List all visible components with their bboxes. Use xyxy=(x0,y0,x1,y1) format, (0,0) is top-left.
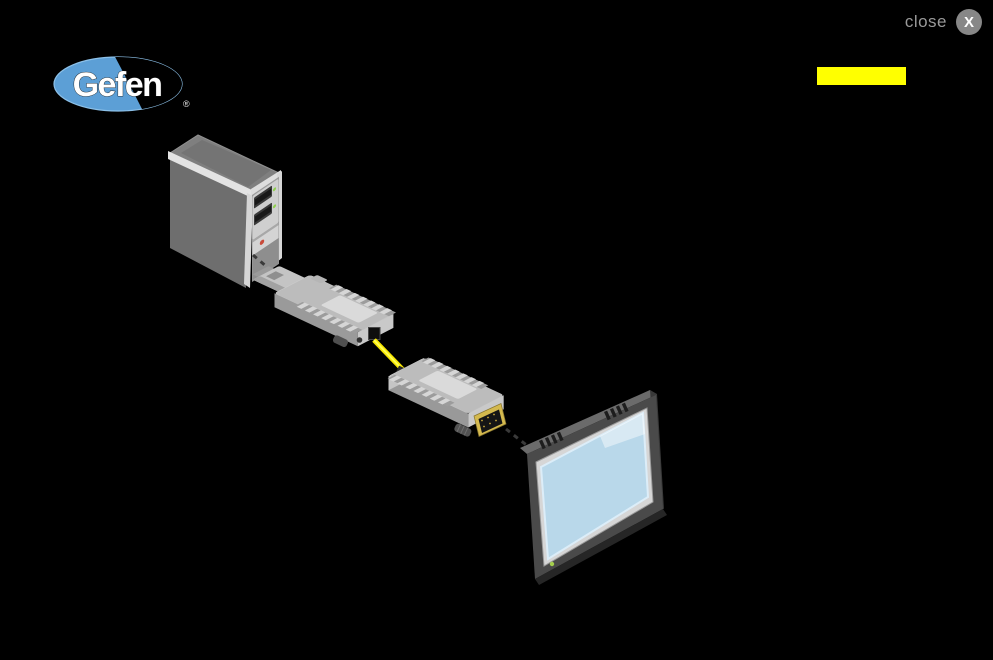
monitor-screen xyxy=(539,411,650,561)
close-x-icon: X xyxy=(956,9,982,35)
yellow-highlight-marker xyxy=(817,67,906,85)
tower-top-inset xyxy=(181,140,271,187)
power-led-red xyxy=(259,239,265,245)
registered-mark: ® xyxy=(183,99,190,109)
close-button[interactable]: close X xyxy=(905,9,982,35)
gefen-logo-art: Gefen ® xyxy=(53,56,190,112)
sender-side-face xyxy=(274,293,358,347)
close-label: close xyxy=(904,12,947,31)
computer-tower-illustration xyxy=(168,134,282,288)
monitor-vents-right xyxy=(604,402,629,421)
sender-thumb-bump xyxy=(332,335,348,348)
receiver-thumbscrew-bottom xyxy=(454,423,472,437)
monitor-illustration xyxy=(520,390,667,585)
sender-label xyxy=(321,295,378,323)
tower-edge-highlight-left xyxy=(168,151,252,198)
monitor-power-led xyxy=(549,561,555,567)
sender-vent-hole xyxy=(356,337,363,343)
close-x-letter: X xyxy=(963,13,974,31)
drive-led-1 xyxy=(272,187,277,192)
monitor-screen-glare xyxy=(600,413,645,448)
tower-edge-highlight-front xyxy=(251,170,281,197)
fiber-receiver-illustration xyxy=(387,357,507,438)
drive-led-2 xyxy=(272,204,277,209)
tower-edge-highlight-corner xyxy=(244,193,253,288)
monitor-bottom-band xyxy=(535,509,667,585)
gefen-wordmark: Gefen xyxy=(73,66,162,104)
fiber-sender-illustration xyxy=(253,266,397,348)
sender-top-face xyxy=(253,266,397,334)
tower-front-face xyxy=(252,176,279,282)
dvi-connector-gold xyxy=(473,402,507,438)
receiver-label xyxy=(419,371,477,399)
fiber-port xyxy=(368,327,381,340)
receiver-top-face xyxy=(387,357,503,413)
receiver-side-face xyxy=(388,376,469,428)
gefen-logo: Gefen ® xyxy=(45,55,195,113)
monitor-vents-left xyxy=(539,431,564,450)
